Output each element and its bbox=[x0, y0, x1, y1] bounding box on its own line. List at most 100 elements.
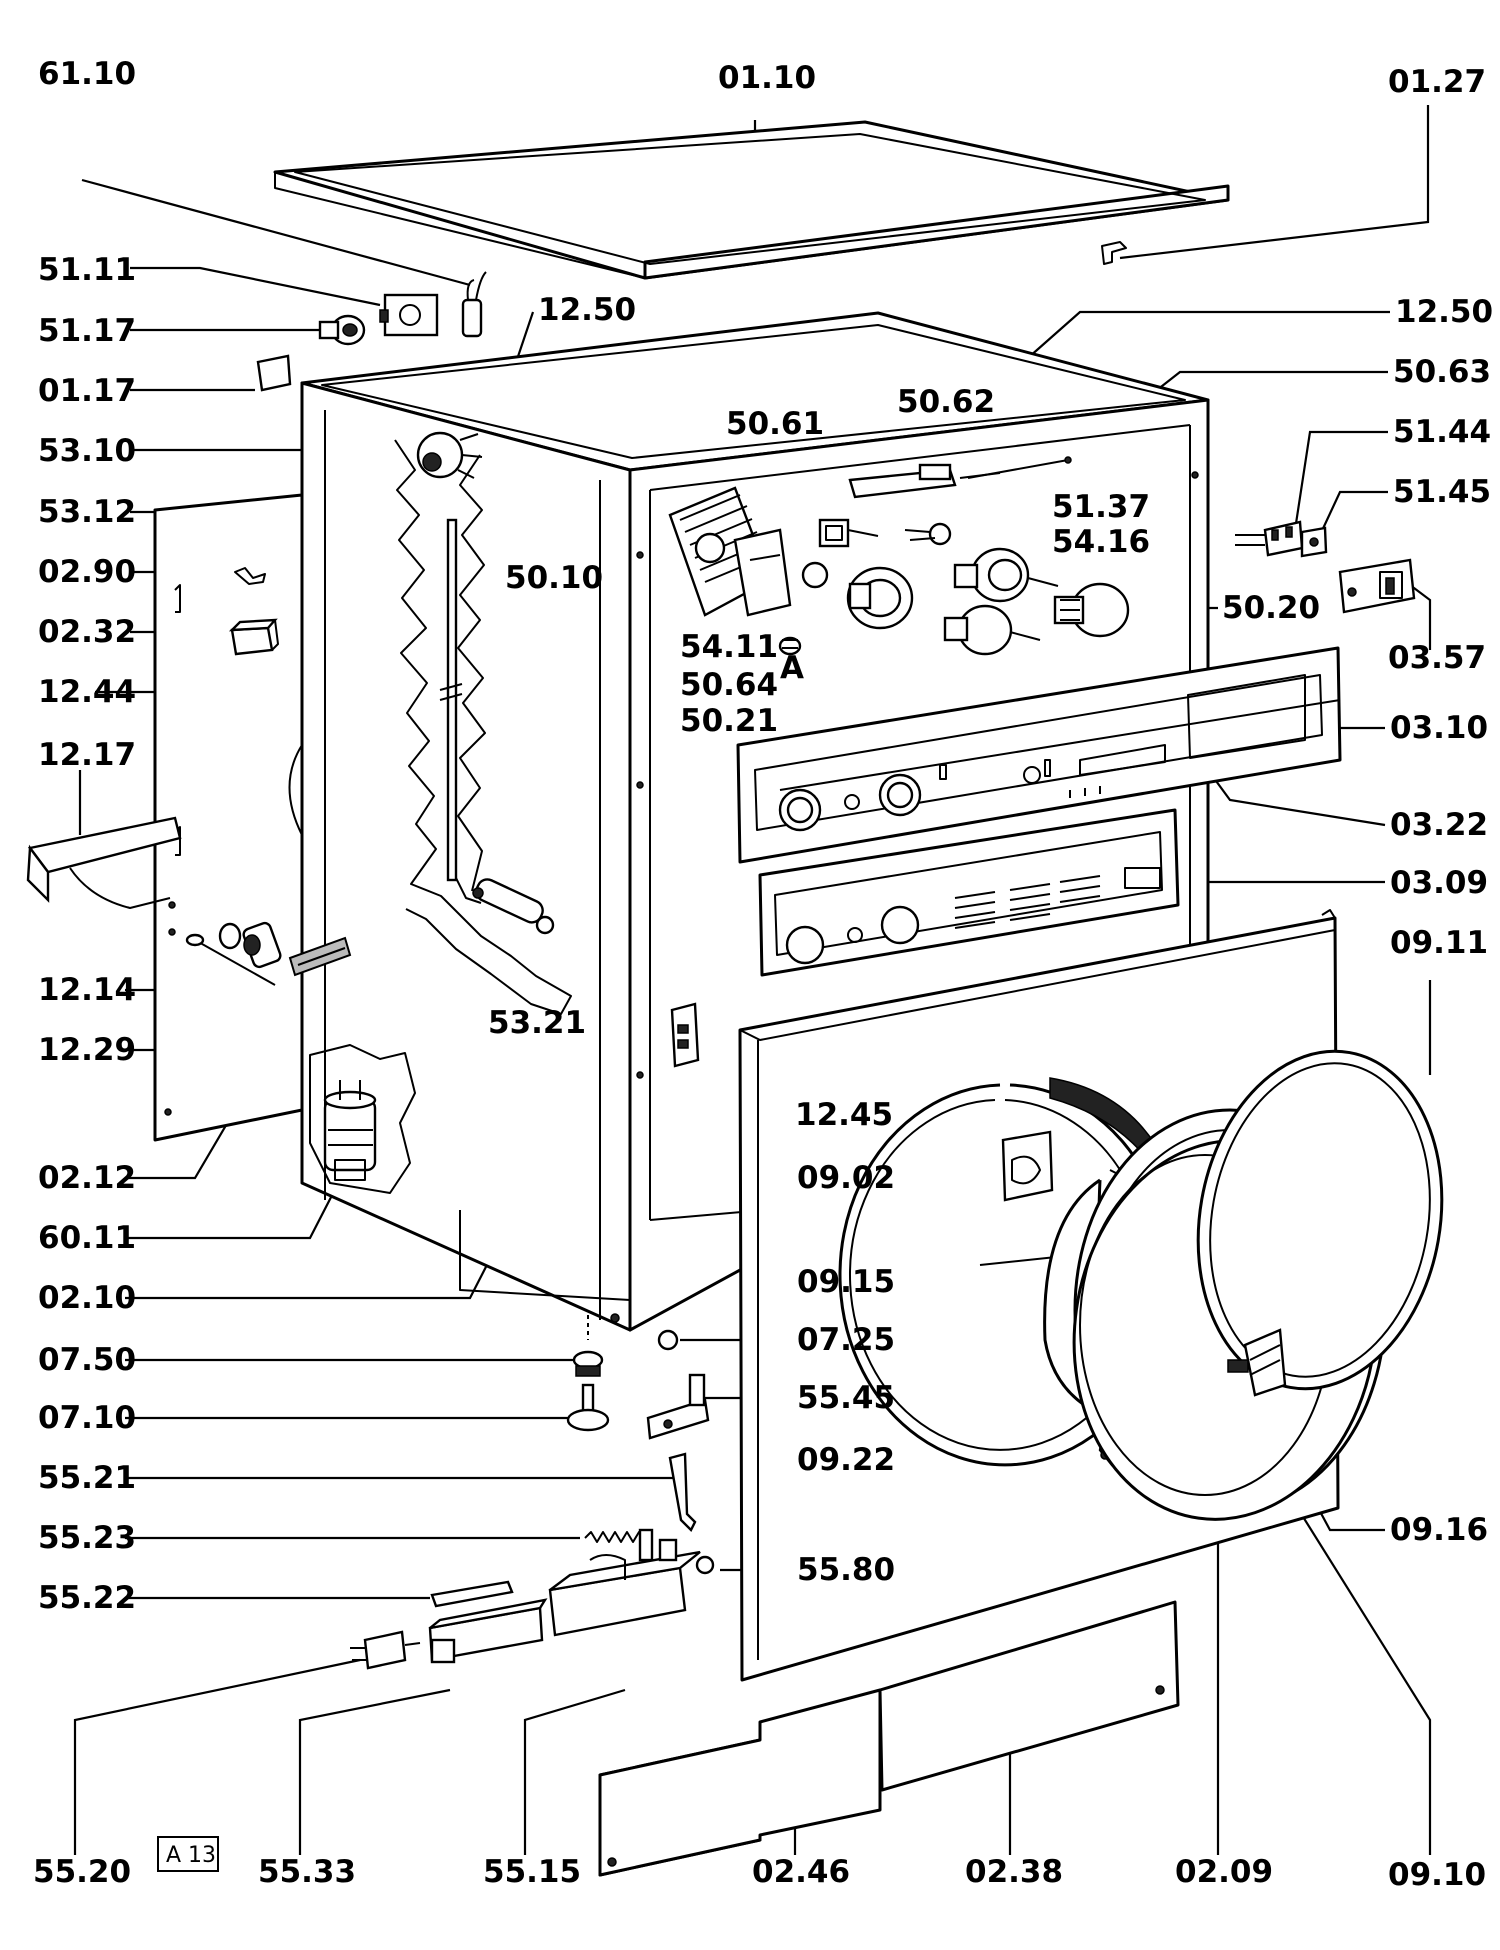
block-02-32 bbox=[228, 618, 279, 656]
label-07-10: 07.10 bbox=[38, 1400, 136, 1436]
knob-50-21 bbox=[846, 566, 914, 630]
label-12-17: 12.17 bbox=[38, 737, 136, 773]
switch-block-part bbox=[379, 293, 439, 337]
label-54-11: 54.11 bbox=[680, 629, 778, 665]
switch-03-57 bbox=[1338, 558, 1416, 614]
label-55-80: 55.80 bbox=[797, 1552, 895, 1588]
leader-02-12 bbox=[125, 1109, 236, 1180]
label-09-15: 09.15 bbox=[797, 1264, 895, 1300]
slide-55-33 bbox=[428, 1598, 548, 1664]
label-02-10: 02.10 bbox=[38, 1280, 136, 1316]
label-50-61: 50.61 bbox=[726, 406, 824, 442]
label-12-44: 12.44 bbox=[38, 674, 136, 710]
lamp-part bbox=[801, 561, 829, 589]
label-50-21: 50.21 bbox=[680, 703, 778, 739]
label-07-50: 07.50 bbox=[38, 1342, 136, 1378]
connector-51-45 bbox=[1300, 526, 1328, 558]
leader-55-20 bbox=[73, 1658, 361, 1855]
label-61-10: 61.10 bbox=[38, 56, 136, 92]
top-cover-part bbox=[273, 120, 1230, 280]
callout-labels: 61.10 01.10 01.27 51.11 12.50 12.50 51.1… bbox=[33, 56, 1493, 1893]
microswitch-55-20 bbox=[350, 1630, 421, 1670]
switch-50-64 bbox=[818, 518, 879, 548]
leader-01-27 bbox=[1119, 105, 1430, 260]
label-50-63: 50.63 bbox=[1393, 354, 1491, 390]
latch-09-02 bbox=[1001, 1130, 1054, 1202]
kickplate-02-46 bbox=[598, 1688, 891, 1877]
bracket-part bbox=[256, 354, 292, 392]
leader-55-33 bbox=[298, 1688, 451, 1855]
label-51-44: 51.44 bbox=[1393, 414, 1491, 450]
label-53-10: 53.10 bbox=[38, 433, 136, 469]
label-55-15: 55.15 bbox=[483, 1854, 581, 1890]
kickplate-02-38 bbox=[878, 1600, 1180, 1792]
pin-part bbox=[185, 933, 276, 986]
label-50-62: 50.62 bbox=[897, 384, 995, 420]
label-01-17: 01.17 bbox=[38, 373, 136, 409]
label-03-22: 03.22 bbox=[1390, 807, 1488, 843]
label-51-45: 51.45 bbox=[1393, 474, 1491, 510]
lever-55-21 bbox=[668, 1452, 697, 1533]
label-07-25: 07.25 bbox=[797, 1322, 895, 1358]
label-01-27: 01.27 bbox=[1388, 64, 1486, 100]
spacer-part bbox=[218, 921, 282, 969]
label-12-14: 12.14 bbox=[38, 972, 136, 1008]
strip-55-22 bbox=[430, 1580, 514, 1608]
label-02-38: 02.38 bbox=[965, 1854, 1063, 1890]
label-A13: A 13 bbox=[166, 1843, 216, 1868]
label-02-32: 02.32 bbox=[38, 614, 136, 650]
label-55-23: 55.23 bbox=[38, 1520, 136, 1556]
label-55-33: 55.33 bbox=[258, 1854, 356, 1890]
label-12-50-left: 12.50 bbox=[538, 292, 636, 328]
label-A: A bbox=[780, 650, 804, 686]
leader-12-50b bbox=[1019, 310, 1390, 366]
label-02-46: 02.46 bbox=[752, 1854, 850, 1890]
leader-03-57 bbox=[1409, 584, 1432, 650]
label-60-11: 60.11 bbox=[38, 1220, 136, 1256]
label-53-21: 53.21 bbox=[488, 1005, 586, 1041]
hinge-bracket-part bbox=[26, 816, 182, 909]
panel-03-09 bbox=[758, 808, 1180, 977]
label-09-16: 09.16 bbox=[1390, 1512, 1488, 1548]
label-02-90: 02.90 bbox=[38, 554, 136, 590]
label-09-10: 09.10 bbox=[1388, 1857, 1486, 1893]
label-03-10: 03.10 bbox=[1390, 710, 1488, 746]
leader-51-45 bbox=[1319, 490, 1388, 536]
label-55-21: 55.21 bbox=[38, 1460, 136, 1496]
knob-50-20 bbox=[1053, 582, 1130, 638]
label-54-16: 54.16 bbox=[1052, 524, 1150, 560]
knob-54-16 bbox=[953, 547, 1059, 603]
label-12-29: 12.29 bbox=[38, 1032, 136, 1068]
leader-51-44 bbox=[1293, 430, 1388, 531]
label-51-37: 51.37 bbox=[1052, 489, 1150, 525]
leader-61-10 bbox=[81, 178, 471, 287]
label-55-20: 55.20 bbox=[33, 1854, 131, 1890]
label-09-02: 09.02 bbox=[797, 1160, 895, 1196]
leader-09-10 bbox=[1279, 1479, 1432, 1855]
control-panel-03-10 bbox=[736, 646, 1342, 864]
parts bbox=[26, 120, 1444, 1877]
pressure-switch-60-11 bbox=[323, 1080, 377, 1181]
label-12-45: 12.45 bbox=[795, 1097, 893, 1133]
side-panel-part bbox=[153, 493, 304, 1142]
label-01-10: 01.10 bbox=[718, 60, 816, 96]
screw-07-25 bbox=[657, 1329, 679, 1351]
label-02-12: 02.12 bbox=[38, 1160, 136, 1196]
leader-51-11 bbox=[130, 266, 381, 307]
knob-center bbox=[943, 604, 1041, 656]
hinge-12-29 bbox=[288, 936, 352, 977]
label-51-17: 51.17 bbox=[38, 313, 136, 349]
foot-07-10 bbox=[566, 1383, 610, 1432]
spring-55-23 bbox=[584, 1531, 646, 1543]
small-knob-part bbox=[318, 314, 366, 346]
door-lock-55-15 bbox=[548, 1528, 715, 1637]
label-50-20: 50.20 bbox=[1222, 590, 1320, 626]
clip-02-90 bbox=[234, 567, 266, 585]
label-02-09: 02.09 bbox=[1175, 1854, 1273, 1890]
hinge-12-45 bbox=[670, 1002, 700, 1068]
handle-09-16 bbox=[1227, 1328, 1287, 1397]
label-50-10: 50.10 bbox=[505, 560, 603, 596]
capacitor-part bbox=[461, 271, 487, 338]
